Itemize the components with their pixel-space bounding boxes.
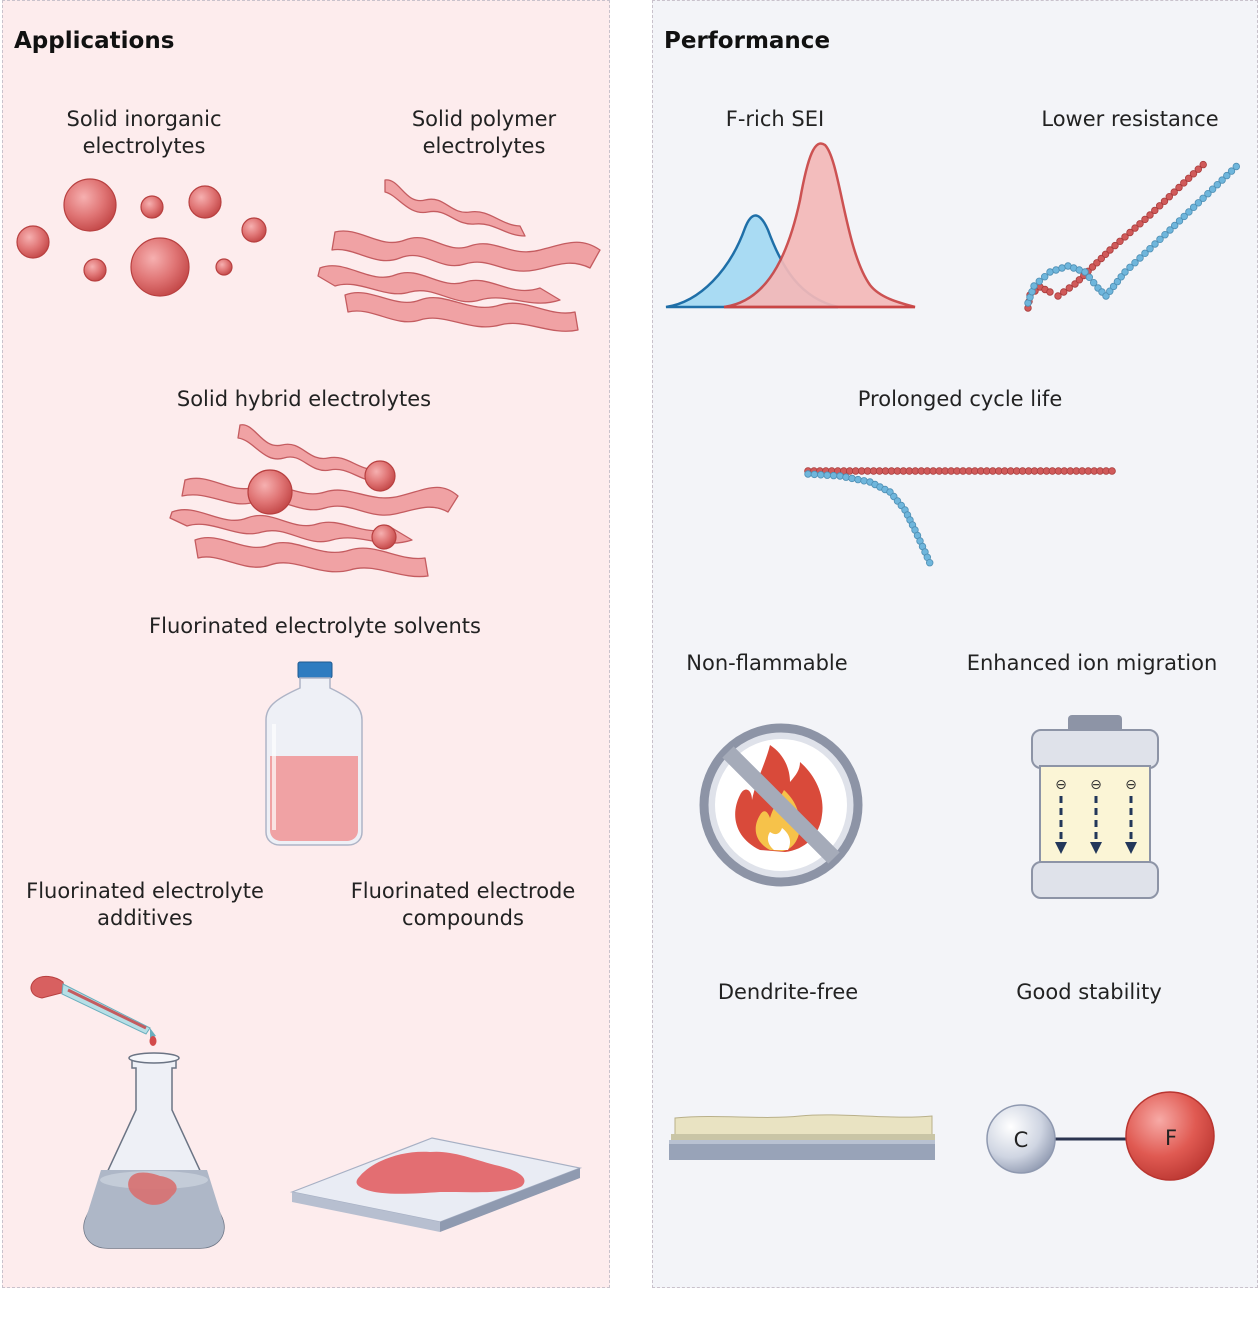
label-good-stability: Good stability — [1016, 980, 1162, 1004]
ion-symbol-2: ⊖ — [1090, 777, 1102, 793]
label-lower-resistance: Lower resistance — [1041, 107, 1219, 131]
ion-symbol-3: ⊖ — [1125, 777, 1137, 793]
dropper-flask-illustration — [30, 975, 225, 1249]
inorganic-spheres-illustration — [16, 178, 267, 297]
resistance-curve-blue — [1024, 162, 1240, 307]
electrode-plate-illustration — [289, 1137, 583, 1232]
performance-title: Performance — [664, 28, 831, 54]
label-enhanced-ion-migration: Enhanced ion migration — [966, 651, 1218, 675]
fluorine-label: F — [1165, 1126, 1177, 1150]
ion-symbol-1: ⊖ — [1055, 777, 1067, 793]
label-f-rich-sei: F-rich SEI — [725, 107, 825, 131]
solvent-bottle-illustration — [265, 661, 363, 846]
label-fluorinated-electrode: Fluorinated electrode compounds — [350, 879, 576, 930]
applications-title: Applications — [14, 28, 175, 54]
label-solid-inorganic: Solid inorganic electrolytes — [66, 107, 222, 158]
polymer-ribbons-illustration — [317, 179, 601, 332]
carbon-label: C — [1014, 1128, 1029, 1152]
label-prolonged-cycle-life: Prolonged cycle life — [857, 387, 1063, 411]
label-dendrite-free: Dendrite-free — [717, 980, 859, 1004]
label-solid-hybrid: Solid hybrid electrolytes — [176, 387, 432, 411]
fluorine-atom — [1125, 1091, 1215, 1181]
cycle-curve-blue — [804, 470, 934, 567]
hybrid-electrolyte-illustration — [169, 424, 459, 578]
performance-panel — [652, 0, 1258, 1288]
cycle-curve-red — [804, 467, 1116, 475]
label-fluorinated-additives: Fluorinated electrolyte additives — [26, 879, 264, 930]
label-fluorinated-solvents: Fluorinated electrolyte solvents — [149, 614, 481, 638]
label-solid-polymer: Solid polymer electrolytes — [411, 107, 557, 158]
label-non-flammable: Non-flammable — [686, 651, 848, 675]
carbon-atom — [986, 1104, 1056, 1174]
